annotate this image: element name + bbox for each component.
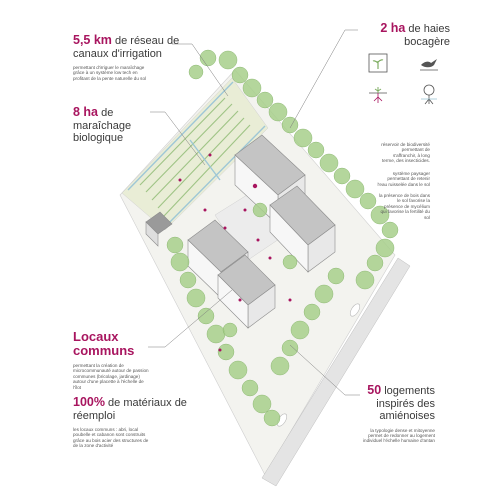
tree-roots-icon: [416, 82, 442, 108]
hedges-note-line: terme, des insecticides.: [382, 158, 430, 164]
commons-note-line: autour d'une placette à l'échelle de: [73, 379, 144, 385]
materials-annotation: 100% de matériaux de réemploi les locaux…: [73, 396, 188, 449]
housing-note-line: la typologie dense et mitoyenne: [370, 427, 435, 433]
canals-annotation: 5,5 km de réseau de canaux d'irrigation …: [73, 34, 183, 81]
market-headline: 8 ha de maraîchage biologique: [73, 106, 153, 145]
road: [261, 257, 411, 487]
hedges-highlight: 2 ha: [380, 21, 406, 35]
housing-headline-rest-1: logements: [384, 385, 435, 397]
bird-icon: [416, 50, 442, 76]
commons-note: permettant la création de microcommunaut…: [73, 363, 188, 390]
insect-roots-icon: [365, 82, 391, 108]
commons-annotation: Locaux communs permettant la création de…: [73, 330, 188, 390]
market-headline-rest-2: maraîchage: [73, 119, 132, 132]
materials-headline-rest-2: réemploi: [73, 409, 116, 422]
commons-note-line: microcommunauté autour de passion: [73, 368, 149, 374]
housing-blocks: [145, 134, 336, 329]
canals-headline: 5,5 km de réseau de canaux d'irrigation: [73, 34, 183, 60]
hedges-note-line: qui favorise la fertilité du: [380, 209, 430, 215]
housing-headline: 50 logements inspirés des amiénoises: [325, 384, 435, 423]
commons-note-line: communes (bricolage, jardinage): [73, 373, 140, 379]
materials-highlight: 100%: [73, 395, 105, 409]
market-headline-rest-1: de: [101, 107, 114, 119]
hedges-note-1: réservoir de biodiversité permettant de …: [340, 142, 430, 164]
residents-figures: [178, 153, 292, 352]
hedge-benefit-icons: [365, 50, 455, 108]
housing-headline-rest-2: inspirés des: [376, 397, 435, 410]
hedges-note-line: la présence de bois dans: [378, 193, 430, 198]
hedges-note-3: la présence de bois dans le sol favorise…: [340, 193, 430, 220]
leader-lines: [148, 29, 360, 396]
materials-headline-rest-1: de matériaux de: [108, 397, 187, 409]
hedges-headline: 2 ha de haies bocagère: [360, 22, 450, 48]
hedges-note-2: système paysager permettant de retenir l…: [340, 171, 430, 187]
hedges-note-line: permettant de retenir: [387, 176, 430, 182]
housing-highlight: 50: [367, 383, 382, 397]
hedges-annotation: 2 ha de haies bocagère: [360, 22, 450, 48]
housing-note-line: permet de redonner au logement: [368, 432, 435, 438]
road-cars: [276, 303, 361, 427]
commons-headline: Locaux communs: [73, 330, 188, 358]
market-highlight: 8 ha: [73, 105, 99, 119]
crop-rows: [139, 97, 251, 217]
market-annotation: 8 ha de maraîchage biologique: [73, 106, 153, 145]
hedge-trees: [166, 49, 399, 427]
materials-headline: 100% de matériaux de réemploi: [73, 396, 188, 422]
canals-highlight: 5,5 km: [73, 33, 112, 47]
materials-note-line: grâce au bois acier des structures de: [73, 437, 149, 443]
commons-note-line: permettant la création de: [73, 363, 124, 368]
materials-note: les locaux communs : abri, local poubell…: [73, 427, 188, 449]
hedges-note-line: le sol favorise la: [397, 198, 430, 204]
hedges-note-line: l'eau ruisselée dans le sol: [377, 181, 430, 187]
hedges-note-line: réservoir de biodiversité: [381, 142, 430, 147]
materials-note-line: poubelle et cabanon sont construits: [73, 432, 146, 438]
materials-note-line: de la zone d'activité: [73, 443, 114, 449]
hedges-note-line: s'affranchir, à long: [392, 152, 430, 158]
canals-note-line: profitant de la pente naturelle du sol: [73, 75, 147, 81]
hedges-note-line: système paysager: [392, 171, 430, 176]
housing-headline-rest-3: amiénoises: [379, 410, 435, 422]
hedges-note-line: présence de mycélium: [384, 203, 430, 209]
housing-note-line: individuel l'échelle humaine d'antan: [363, 438, 435, 444]
canals-note-line: grâce à un système low tech en: [73, 70, 138, 76]
commons-highlight-2: communs: [73, 343, 135, 358]
hedges-note-line: sol: [424, 214, 430, 220]
market-garden-field: [121, 77, 269, 231]
hedges-headline-rest-2: bocagère: [404, 35, 450, 48]
hedges-headline-rest-1: de haies: [408, 23, 450, 35]
housing-annotation: 50 logements inspirés des amiénoises la …: [325, 384, 435, 444]
commons-highlight-1: Locaux: [73, 329, 119, 344]
seedling-frame-icon: [365, 50, 391, 76]
materials-note-line: les locaux communs : abri, local: [73, 427, 139, 432]
canals-headline-rest-2: canaux d'irrigation: [73, 47, 162, 60]
market-headline-rest-3: biologique: [73, 132, 124, 144]
canals-note-line: permettant d'irriguer le maraîchage: [73, 65, 145, 70]
commons-note-line: l'îlot: [73, 384, 82, 390]
canals-headline-rest-1: de réseau de: [114, 35, 180, 47]
canals-note: permettant d'irriguer le maraîchage grâc…: [73, 65, 183, 81]
irrigation-canals: [127, 81, 266, 233]
hedges-note-line: permettant de: [401, 147, 430, 153]
housing-note: la typologie dense et mitoyenne permet d…: [325, 428, 435, 444]
